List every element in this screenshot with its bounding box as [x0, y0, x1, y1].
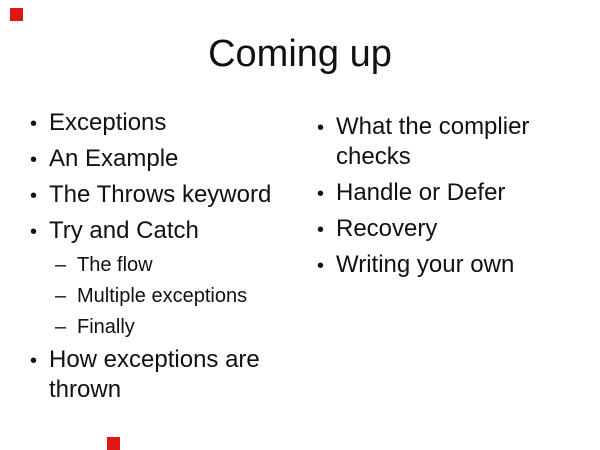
bullet-icon: • — [317, 219, 325, 241]
bullet-item: • The Throws keyword — [28, 180, 300, 210]
bullet-icon: • — [317, 255, 325, 277]
bullet-item: • How exceptions are thrown — [28, 345, 300, 405]
dash-bullet-icon: – — [55, 316, 67, 338]
bullet-item: • An Example — [28, 144, 300, 174]
bullet-label: Recovery — [336, 215, 438, 242]
bullet-item: • What the complier checks — [315, 112, 560, 172]
bullet-item: • Recovery — [315, 214, 560, 244]
bullet-label: The Throws keyword — [49, 181, 272, 208]
bullet-label: Writing your own — [336, 251, 515, 278]
dash-bullet-icon: – — [55, 254, 67, 276]
sub-bullet-label: Finally — [77, 316, 135, 338]
bullet-icon: • — [30, 149, 38, 171]
bullet-item: • Handle or Defer — [315, 178, 560, 208]
bullet-label: Try and Catch — [49, 217, 199, 244]
bullet-item: • Exceptions — [28, 108, 300, 138]
sub-bullet-item: – The flow — [55, 252, 300, 278]
red-square-marker-top-left — [10, 8, 23, 21]
slide-title: Coming up — [208, 33, 392, 75]
red-square-marker-bottom — [107, 437, 120, 450]
bullet-icon: • — [30, 113, 38, 135]
bullet-item: • Try and Catch — [28, 216, 300, 246]
right-bullet-list: • What the complier checks • Handle or D… — [315, 112, 560, 286]
bullet-label: An Example — [49, 145, 179, 172]
bullet-label: Exceptions — [49, 109, 167, 136]
bullet-icon: • — [30, 185, 38, 207]
dash-bullet-icon: – — [55, 285, 67, 307]
bullet-icon: • — [317, 183, 325, 205]
bullet-icon: • — [30, 350, 38, 372]
bullet-icon: • — [30, 221, 38, 243]
bullet-item: • Writing your own — [315, 250, 560, 280]
bullet-label: How exceptions are thrown — [49, 346, 260, 403]
bullet-icon: • — [317, 117, 325, 139]
bullet-label: Handle or Defer — [336, 179, 506, 206]
left-bullet-list: • Exceptions • An Example • The Throws k… — [28, 108, 300, 411]
sub-bullet-label: Multiple exceptions — [77, 285, 248, 307]
sub-bullet-item: – Multiple exceptions — [55, 283, 300, 309]
bullet-label: What the complier checks — [336, 113, 530, 170]
sub-bullet-item: – Finally — [55, 314, 300, 340]
sub-bullet-label: The flow — [77, 254, 153, 276]
